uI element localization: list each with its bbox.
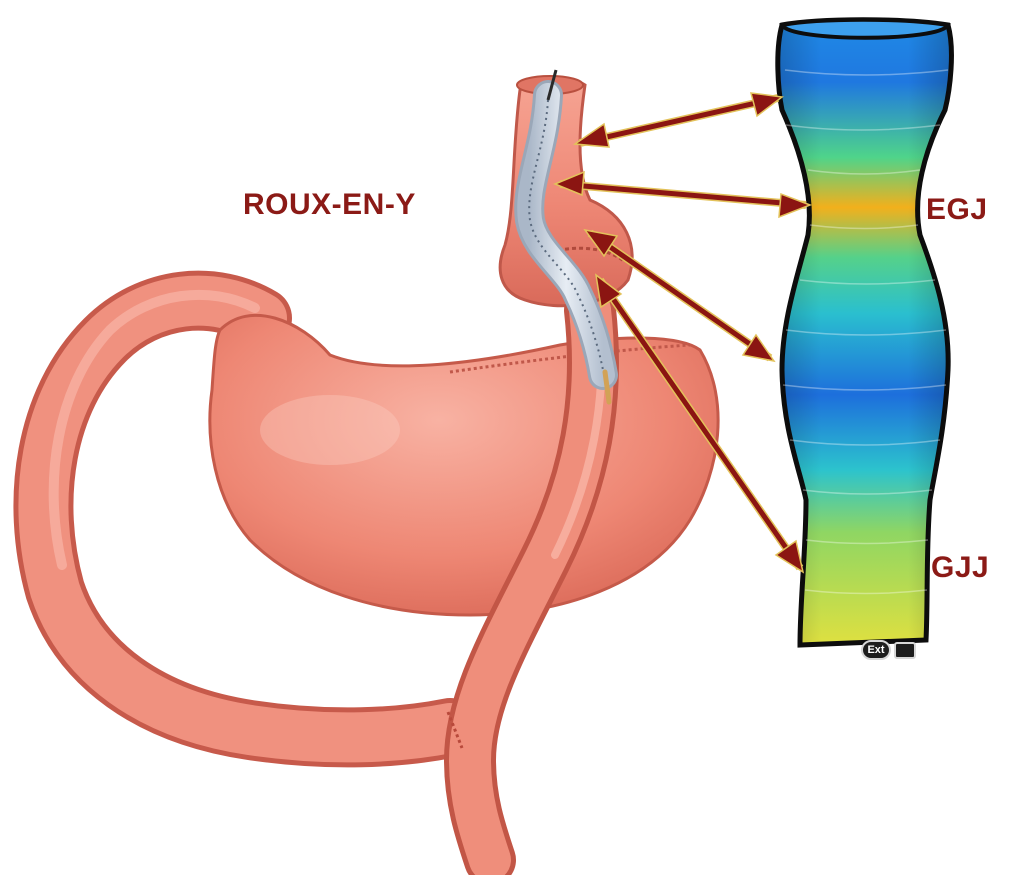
procedure-label: ROUX-EN-Y <box>243 190 416 220</box>
screen-icon <box>894 642 916 659</box>
arrow-upper <box>575 93 782 147</box>
remnant-stomach <box>210 315 718 615</box>
impedance-geometry <box>778 20 952 645</box>
ext-badge: Ext <box>858 636 925 664</box>
egj-label: EGJ <box>926 195 988 225</box>
ext-chip: Ext <box>861 640 891 660</box>
gjj-label: GJJ <box>931 553 989 583</box>
